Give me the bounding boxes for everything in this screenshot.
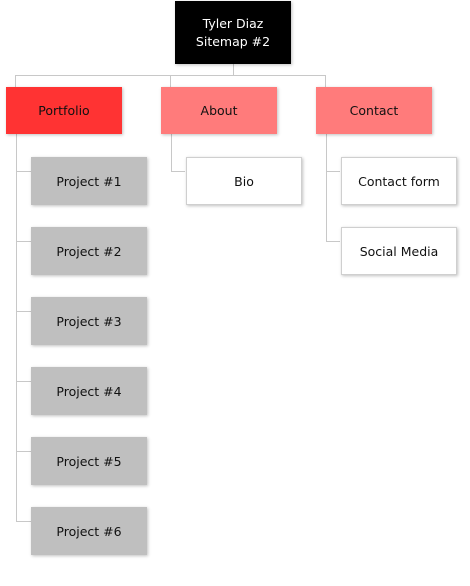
portfolio-item: Project #4 xyxy=(31,367,147,415)
connector-about-drop xyxy=(170,75,171,87)
contact-item: Contact form xyxy=(341,157,457,205)
item-label: Project #5 xyxy=(56,453,122,469)
section-contact: Contact xyxy=(316,87,432,134)
item-label: Project #1 xyxy=(56,173,122,189)
portfolio-item: Project #5 xyxy=(31,437,147,485)
about-item: Bio xyxy=(186,157,302,205)
root-node: Tyler Diaz Sitemap #2 xyxy=(175,1,291,64)
root-title: Tyler Diaz xyxy=(202,15,264,31)
connector-project-3 xyxy=(16,311,31,312)
connector-social-media xyxy=(326,241,340,242)
connector-project-1 xyxy=(16,171,31,172)
section-label: About xyxy=(200,103,238,118)
connector-bio xyxy=(171,171,185,172)
portfolio-item: Project #1 xyxy=(31,157,147,205)
connector-project-2 xyxy=(16,241,31,242)
item-label: Bio xyxy=(234,173,254,189)
connector-portfolio-drop xyxy=(15,75,16,87)
portfolio-item: Project #3 xyxy=(31,297,147,345)
section-label: Contact xyxy=(349,103,399,118)
portfolio-item: Project #2 xyxy=(31,227,147,275)
section-portfolio: Portfolio xyxy=(6,87,122,134)
portfolio-item: Project #6 xyxy=(31,507,147,555)
item-label: Project #4 xyxy=(56,383,122,399)
connector-project-6 xyxy=(16,521,31,522)
item-label: Project #2 xyxy=(56,243,122,259)
contact-item: Social Media xyxy=(341,227,457,275)
item-label: Contact form xyxy=(358,173,440,189)
connector-project-5 xyxy=(16,451,31,452)
section-label: Portfolio xyxy=(38,103,90,118)
connector-contact-trunk xyxy=(326,134,327,242)
connector-about-trunk xyxy=(171,134,172,172)
item-label: Project #3 xyxy=(56,313,122,329)
connector-portfolio-trunk xyxy=(16,134,17,521)
connector-project-4 xyxy=(16,381,31,382)
section-about: About xyxy=(161,87,277,134)
item-label: Social Media xyxy=(359,243,439,259)
connector-root-down xyxy=(233,64,234,76)
connector-contact-form xyxy=(326,171,340,172)
connector-contact-drop xyxy=(325,75,326,87)
item-label: Project #6 xyxy=(56,523,122,539)
root-subtitle: Sitemap #2 xyxy=(195,33,271,49)
